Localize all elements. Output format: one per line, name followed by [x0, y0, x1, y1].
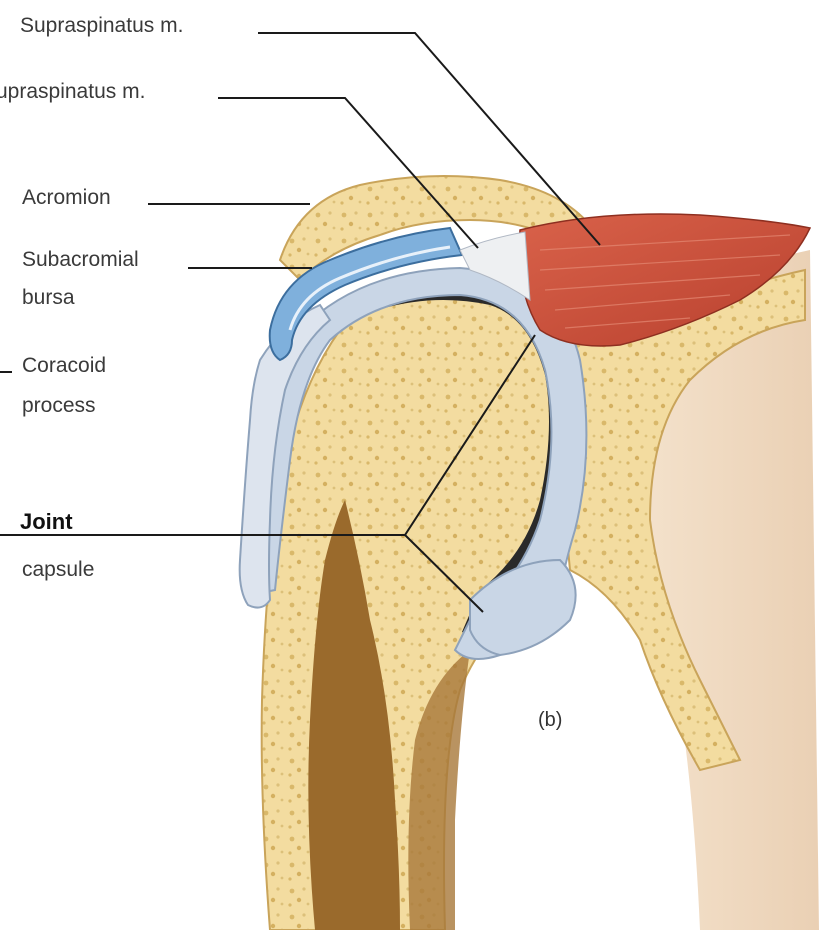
label-supraspinatus-tendon: upraspinatus m. [0, 78, 145, 106]
label-supraspinatus-muscle: Supraspinatus m. [20, 12, 183, 40]
label-joint: Joint [20, 508, 73, 536]
label-capsule: capsule [22, 556, 94, 584]
label-coracoid: Coracoid [22, 352, 106, 380]
label-subacromial: Subacromial [22, 246, 139, 274]
label-acromion: Acromion [22, 184, 111, 212]
label-bursa: bursa [22, 284, 75, 312]
panel-label: (b) [538, 706, 562, 734]
label-process: process [22, 392, 96, 420]
